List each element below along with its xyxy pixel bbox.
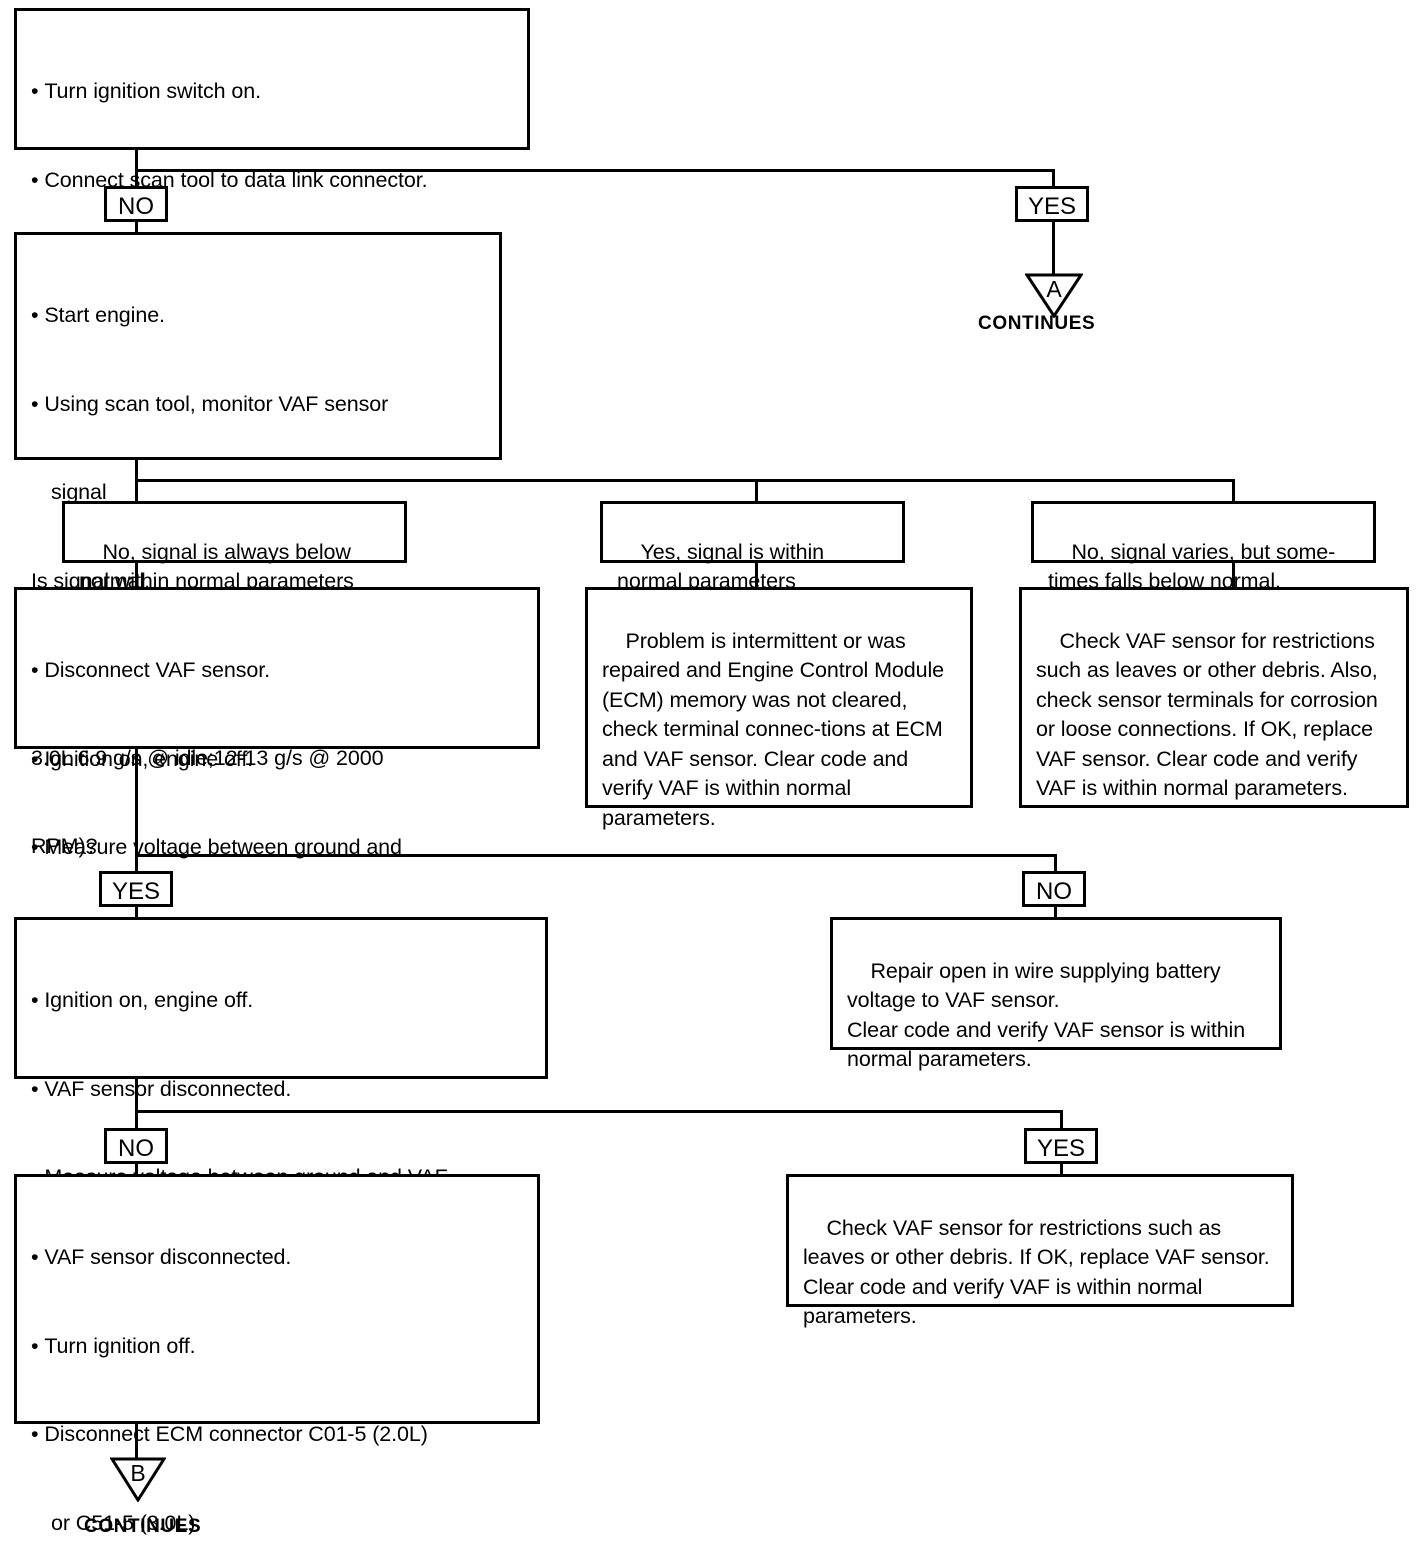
connector-row1-right-drop	[1052, 169, 1055, 191]
connector-no3-down	[135, 1164, 138, 1176]
decision-no-3[interactable]: NO	[104, 1128, 168, 1164]
decision-yes-3[interactable]: YES	[1024, 1128, 1098, 1164]
resistance-line-2: Turn ignition off.	[31, 1332, 527, 1362]
connector-yes2-down	[135, 907, 138, 919]
connector-no2-down	[1054, 907, 1057, 919]
connector-a-letter: A	[1046, 276, 1062, 302]
connector-3way-drop-left	[135, 479, 138, 503]
connector-row1-bus	[135, 169, 1055, 172]
decision-yes-1[interactable]: YES	[1015, 186, 1089, 222]
resistance-line-1: VAF sensor disconnected.	[31, 1243, 527, 1273]
monitor-line-2: Using scan tool, monitor VAF sensor	[31, 390, 489, 420]
connector-3way-bus	[135, 479, 1235, 482]
continues-label-a: CONTINUES	[978, 313, 1096, 334]
connector-row3-left-drop	[135, 1110, 138, 1132]
connector-yes1-down	[1052, 222, 1055, 274]
box-five-volts: Ignition on, engine off. VAF sensor disc…	[14, 917, 548, 1366]
branch-always-below-text: No, signal is always below normal.	[79, 539, 351, 594]
connector-row2-right-drop	[1054, 854, 1057, 876]
resistance-line-3-cont: or C51-5 (3.0L).	[51, 1510, 202, 1535]
decision-no-2[interactable]: NO	[1022, 871, 1086, 907]
connector-monitor-down	[135, 460, 138, 482]
disconnect-line-1: Disconnect VAF sensor.	[31, 656, 527, 686]
continues-label-b: CONTINUES	[84, 1516, 202, 1537]
connector-a-triangle: A	[1025, 272, 1083, 318]
connector-row2-left-drop	[135, 854, 138, 876]
five-volts-line-2: VAF sensor disconnected.	[31, 1075, 535, 1105]
connector-disconnect-down	[135, 749, 138, 856]
connector-yes3-down	[1060, 1164, 1063, 1176]
box-check-restrictions: Check VAF sensor for restrictions such a…	[1019, 587, 1409, 808]
box-branch-varies: No, signal varies, but some- times falls…	[1031, 501, 1376, 593]
connector-branch-right-down	[1232, 563, 1235, 589]
connector-3way-drop-right	[1232, 479, 1235, 503]
connector-b-letter: B	[130, 1460, 146, 1486]
box-branch-within-normal: Yes, signal is within normal parameters	[600, 501, 905, 593]
box-disconnect-vaf: Disconnect VAF sensor. Ignition on, engi…	[14, 587, 540, 1036]
connector-row1-left-drop	[135, 169, 138, 191]
problem-intermittent-text: Problem is intermittent or was repaired …	[602, 628, 950, 830]
check-restrictions-2-text: Check VAF sensor for restrictions such a…	[803, 1215, 1276, 1329]
disconnect-line-3: Measure voltage between ground and	[31, 833, 527, 863]
check-restrictions-text: Check VAF sensor for restrictions such a…	[1036, 628, 1384, 801]
branch-varies-text: No, signal varies, but some- times falls…	[1048, 539, 1336, 594]
monitor-line-2-cont: signal	[51, 480, 107, 504]
connector-branch-left-down	[135, 563, 138, 589]
decision-no-1[interactable]: NO	[104, 186, 168, 222]
decision-yes-2[interactable]: YES	[99, 871, 173, 907]
five-volts-line-1: Ignition on, engine off.	[31, 986, 535, 1016]
connector-start-down	[135, 150, 138, 171]
connector-b-triangle: B	[110, 1456, 166, 1502]
connector-row2-bus	[135, 854, 1057, 857]
connector-row3-bus	[135, 1110, 1063, 1113]
resistance-line-3: Disconnect ECM connector C01-5 (2.0L)	[31, 1420, 527, 1450]
connector-resistance-down	[135, 1424, 138, 1458]
start-line-1: Turn ignition switch on.	[31, 77, 517, 107]
connector-3way-drop-mid	[755, 479, 758, 503]
repair-open-wire-text: Repair open in wire supplying battery vo…	[847, 958, 1246, 1072]
connector-branch-mid-down	[755, 563, 758, 589]
box-repair-open-wire: Repair open in wire supplying battery vo…	[830, 917, 1282, 1071]
box-start: Turn ignition switch on. Connect scan to…	[14, 8, 530, 369]
connector-row3-right-drop	[1060, 1110, 1063, 1132]
box-measure-resistance: VAF sensor disconnected. Turn ignition o…	[14, 1174, 540, 1535]
connector-five-volts-down	[135, 1079, 138, 1112]
monitor-line-1: Start engine.	[31, 301, 489, 331]
box-monitor-signal: Start engine. Using scan tool, monitor V…	[14, 232, 502, 858]
branch-within-normal-text: Yes, signal is within normal parameters	[617, 539, 825, 594]
box-branch-always-below: No, signal is always below normal.	[62, 501, 407, 593]
disconnect-line-2: Ignition on, engine off.	[31, 745, 527, 775]
connector-no1-down	[135, 222, 138, 234]
box-problem-intermittent: Problem is intermittent or was repaired …	[585, 587, 973, 830]
box-check-restrictions-2: Check VAF sensor for restrictions such a…	[786, 1174, 1294, 1328]
